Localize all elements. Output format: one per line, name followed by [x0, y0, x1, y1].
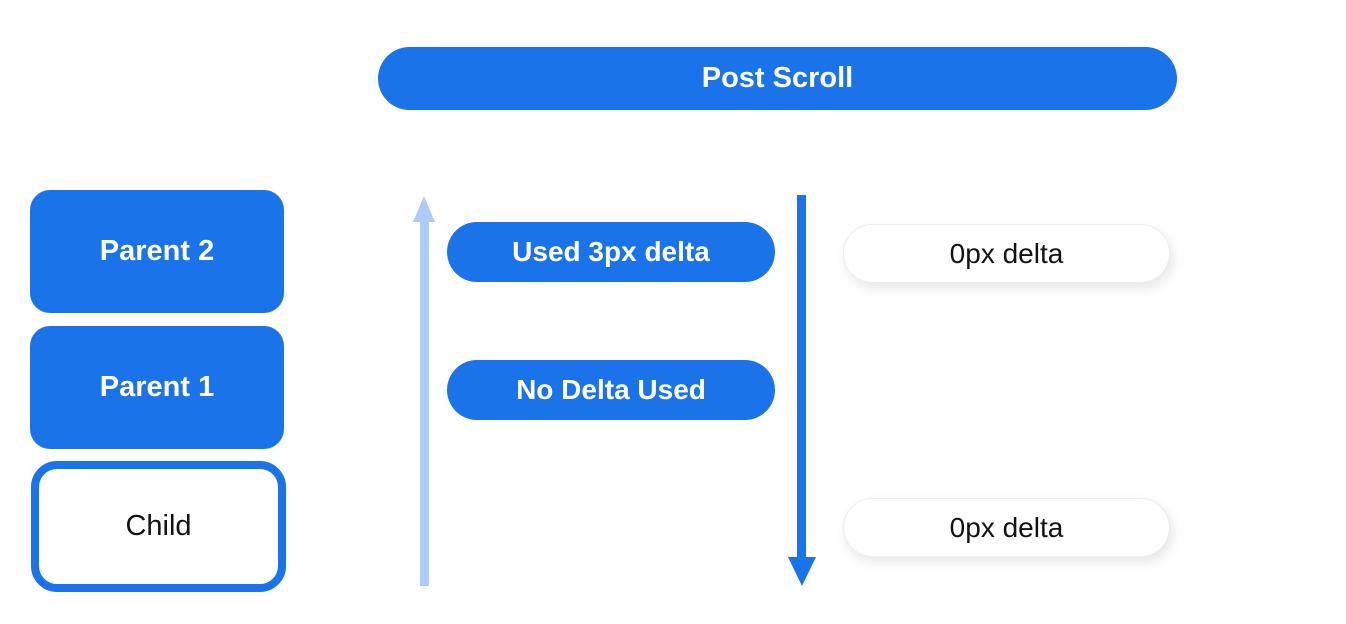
- no-delta-used-pill: No Delta Used: [447, 360, 775, 420]
- no-delta-used-label: No Delta Used: [516, 374, 706, 405]
- up-arrow-shaft: [419, 222, 429, 586]
- up-arrow-icon: [413, 196, 435, 586]
- used-3px-delta-label: Used 3px delta: [512, 236, 710, 267]
- parent-1-box: Parent 1: [30, 326, 284, 449]
- parent-1-label: Parent 1: [99, 371, 215, 403]
- zero-px-delta-pill-bottom: 0px delta: [843, 498, 1170, 557]
- zero-px-delta-top-label: 0px delta: [949, 237, 1064, 269]
- up-arrow-head: [413, 196, 435, 222]
- down-arrow-icon: [787, 195, 816, 586]
- parent-2-label: Parent 2: [99, 235, 215, 267]
- child-box: Child: [31, 461, 286, 592]
- down-arrow-head: [787, 557, 816, 586]
- post-scroll-label: Post Scroll: [701, 62, 854, 94]
- parent-2-box: Parent 2: [30, 190, 284, 313]
- down-arrow-shaft: [797, 195, 806, 557]
- zero-px-delta-bottom-label: 0px delta: [949, 511, 1064, 543]
- zero-px-delta-pill-top: 0px delta: [843, 224, 1170, 283]
- child-label: Child: [125, 510, 192, 542]
- post-scroll-banner: Post Scroll: [378, 47, 1177, 110]
- used-3px-delta-pill: Used 3px delta: [447, 222, 775, 282]
